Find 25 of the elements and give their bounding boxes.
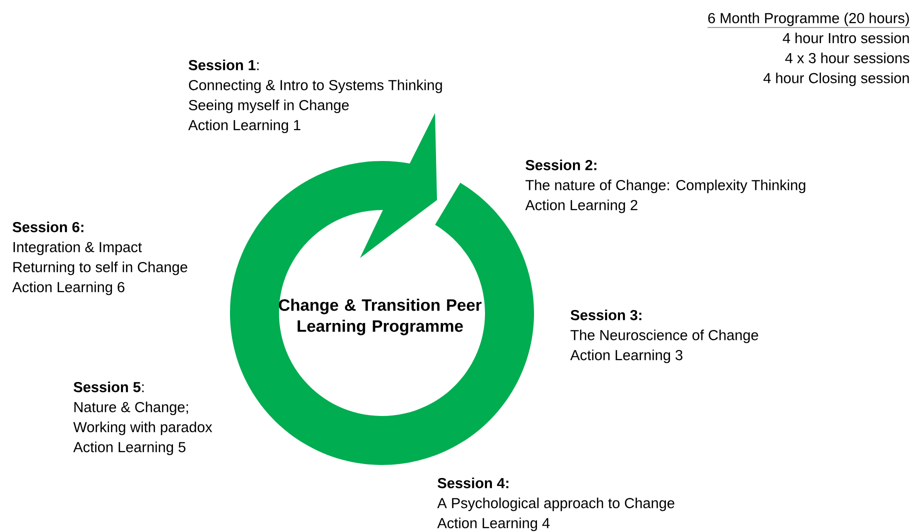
heading: 6 Month Programme (20 hours) [707, 12, 910, 28]
text-line: Action Learning 2 [525, 200, 638, 214]
text-line: A Psychological approach to Change [437, 498, 674, 512]
text-line: The Neuroscience of Change [570, 330, 758, 344]
text-line: Action Learning 6 [12, 282, 124, 296]
text-line: Nature & Change; [74, 402, 188, 416]
text-line: Action Learning 3 [570, 350, 682, 364]
text-line: Action Learning 1 [188, 120, 300, 134]
text-line: Seeing myself in Change [188, 100, 349, 114]
text-line: Connecting & Intro to Systems Thinking [188, 80, 442, 94]
text-line: Integration & Impact [14, 242, 142, 256]
text-line: Working with paradox [73, 422, 212, 436]
text-line: The nature of Change: Complexity Thinking [526, 180, 806, 194]
session-heading: Session 6: [12, 222, 84, 232]
text-line: 4 hour Closing session [763, 72, 909, 86]
session-heading: Session 1: [188, 60, 259, 70]
text-line: 4 hour Intro session [782, 32, 909, 44]
text-line: Action Learning 4 [437, 518, 550, 532]
session-heading: Session 3: [570, 310, 642, 320]
session-heading: Session 2: [526, 160, 596, 170]
text-line: 4 x 3 hour sessions [785, 52, 910, 64]
session-heading: Session 5: [74, 382, 144, 392]
center-title: Change & Transition Peer Learning Programme [278, 298, 482, 336]
text-line: Returning to self in Change [13, 262, 188, 276]
text-line: Action Learning 5 [73, 442, 186, 456]
